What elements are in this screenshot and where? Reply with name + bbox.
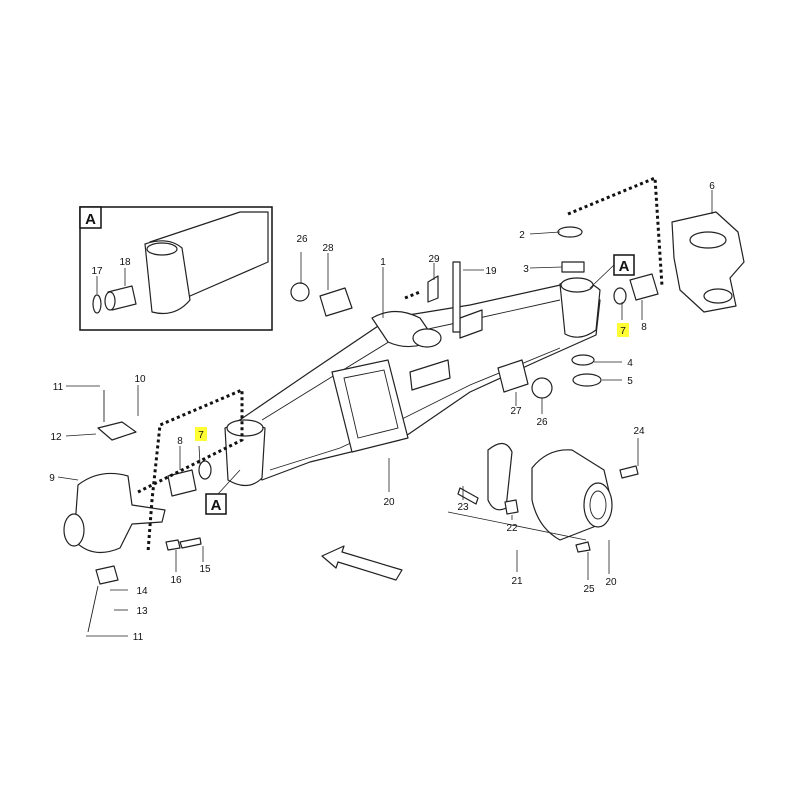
left-steering-knuckle (63, 390, 166, 633)
callout-8-left: 8 (177, 436, 183, 447)
callout-24: 24 (633, 426, 645, 437)
callout-27: 27 (510, 406, 522, 417)
callout-11-top: 11 (53, 382, 64, 393)
callout-7-right: 7 (620, 326, 626, 337)
callout-5: 5 (627, 376, 633, 387)
callout-2: 2 (519, 230, 525, 241)
callout-26-left: 26 (296, 234, 308, 245)
callout-8-right: 8 (641, 322, 647, 333)
callout-7-left: 7 (198, 430, 204, 441)
callout-10: 10 (134, 374, 146, 385)
callout-1: 1 (380, 257, 386, 268)
callout-20-right: 20 (605, 577, 617, 588)
callout-20-center: 20 (383, 497, 395, 508)
leader-lines (57, 190, 713, 637)
detail-a-label: A (85, 211, 96, 228)
callout-13: 13 (136, 606, 148, 617)
callout-14: 14 (136, 586, 148, 597)
highlight-7-right (617, 323, 629, 337)
callout-12: 12 (50, 432, 62, 443)
callout-6: 6 (709, 181, 715, 192)
callout-23: 23 (457, 502, 469, 513)
right-steering-knuckle (671, 211, 745, 313)
callout-21: 21 (511, 576, 523, 587)
callout-29: 29 (428, 254, 440, 265)
callout-9: 9 (49, 473, 55, 484)
callout-17: 17 (91, 266, 103, 277)
callout-11-bottom: 11 (133, 632, 144, 643)
direction-arrow (321, 545, 403, 581)
svg-text:A: A (619, 258, 630, 275)
detail-a-marker-left: A (205, 469, 241, 515)
callout-3: 3 (523, 264, 529, 275)
callout-labels: 1 2 3 4 5 6 7 7 8 8 9 10 11 11 12 13 14 … (49, 181, 715, 643)
svg-text:A: A (211, 497, 222, 514)
wheel-hub (487, 442, 613, 541)
callout-25: 25 (583, 584, 595, 595)
callout-19: 19 (485, 266, 497, 277)
callout-15: 15 (199, 564, 211, 575)
callout-4: 4 (627, 358, 633, 369)
detail-a-marker-right: A (589, 254, 635, 289)
callout-28: 28 (322, 243, 334, 254)
callout-18: 18 (119, 257, 131, 268)
bushings-and-seals (165, 226, 659, 553)
alignment-dash-lines (137, 175, 664, 553)
callout-16: 16 (170, 575, 182, 586)
callout-26-right: 26 (536, 417, 548, 428)
detail-a-inset: A (79, 206, 273, 331)
highlight-7-left (195, 427, 207, 441)
callout-22: 22 (506, 523, 518, 534)
